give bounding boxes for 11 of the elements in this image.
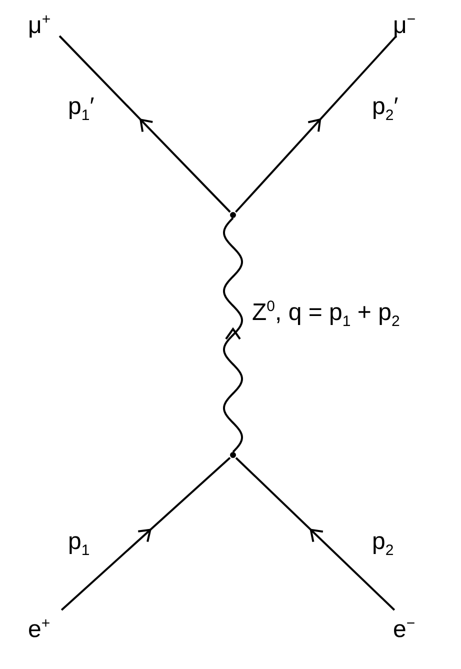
fermion-line — [235, 457, 396, 611]
particle-label: e$^{+}$ — [28, 610, 62, 640]
particle-label: μ$^{−}$ — [393, 6, 427, 36]
particle-label: μ$^{+}$ — [28, 6, 62, 36]
particle-label: e$^{−}$ — [393, 610, 427, 640]
fermion-line — [58, 35, 231, 213]
fermion-line — [60, 456, 231, 611]
vertex-point — [230, 452, 236, 458]
wavy-propagator — [223, 217, 243, 453]
vertex-point — [230, 212, 236, 218]
fermion-line — [235, 35, 398, 213]
